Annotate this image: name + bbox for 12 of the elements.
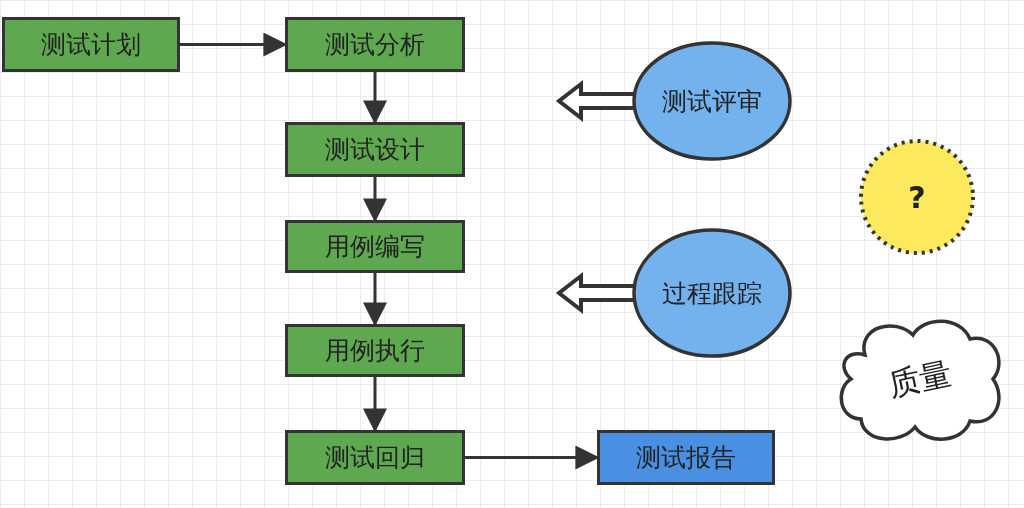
- process-box: 测试分析: [285, 17, 465, 72]
- process-box: 用例执行: [285, 324, 465, 377]
- process-box: 用例编写: [285, 220, 465, 273]
- process-box: 测试设计: [285, 122, 465, 177]
- ellipse-node: 测试评审: [632, 41, 792, 161]
- process-box: 测试报告: [597, 430, 775, 485]
- process-box: 测试计划: [2, 17, 180, 72]
- process-box: 测试回归: [285, 430, 465, 485]
- hollow-arrow: [555, 79, 635, 123]
- dotted-circle: ?: [859, 139, 975, 255]
- hollow-arrow: [555, 271, 635, 315]
- ellipse-node: 过程跟踪: [632, 228, 792, 358]
